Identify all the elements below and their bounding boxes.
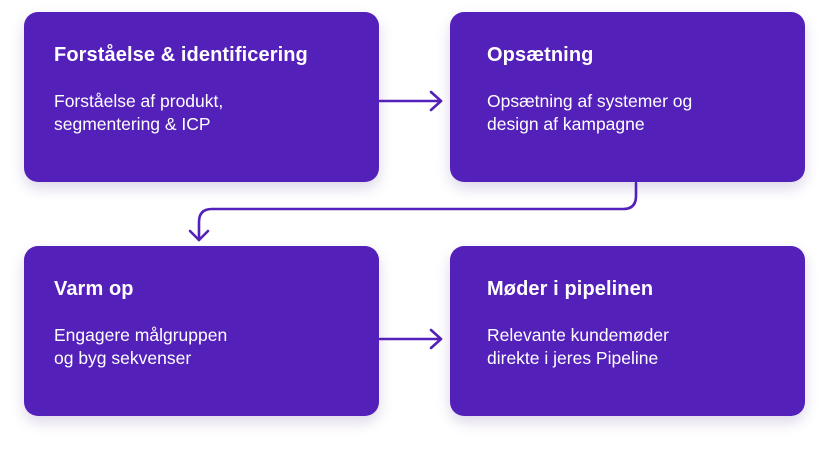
step-description: Forståelse af produkt,segmentering & ICP — [54, 91, 224, 134]
elbow-arrow-down-icon — [188, 181, 638, 242]
step-title: Forståelse & identificering — [54, 44, 308, 66]
step-title: Varm op — [54, 278, 134, 300]
step-card-1: Forståelse & identificering Forståelse a… — [24, 12, 379, 182]
arrow-right-icon — [378, 328, 443, 350]
arrow-right-icon — [378, 90, 443, 112]
step-title: Møder i pipelinen — [487, 278, 654, 300]
step-title: Opsætning — [487, 44, 594, 66]
